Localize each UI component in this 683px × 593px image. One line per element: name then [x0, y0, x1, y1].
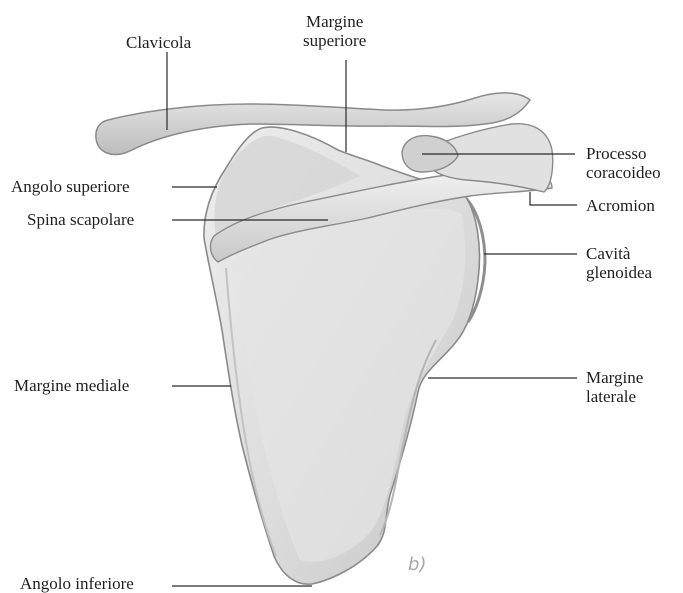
label-clavicola: Clavicola	[126, 33, 191, 52]
label-cavita-glenoidea: Cavità glenoidea	[586, 244, 652, 282]
label-margine-superiore: Margine superiore	[303, 12, 366, 50]
label-angolo-inferiore: Angolo inferiore	[20, 574, 134, 593]
label-margine-mediale: Margine mediale	[14, 376, 129, 395]
label-margine-laterale: Margine laterale	[586, 368, 643, 406]
label-processo-coracoideo: Processo coracoideo	[586, 144, 661, 182]
label-spina-scapolare: Spina scapolare	[27, 210, 134, 229]
leader-acromion	[530, 192, 577, 205]
figure-tag: b)	[408, 554, 426, 575]
label-angolo-superiore: Angolo superiore	[11, 177, 130, 196]
label-acromion: Acromion	[586, 196, 655, 215]
